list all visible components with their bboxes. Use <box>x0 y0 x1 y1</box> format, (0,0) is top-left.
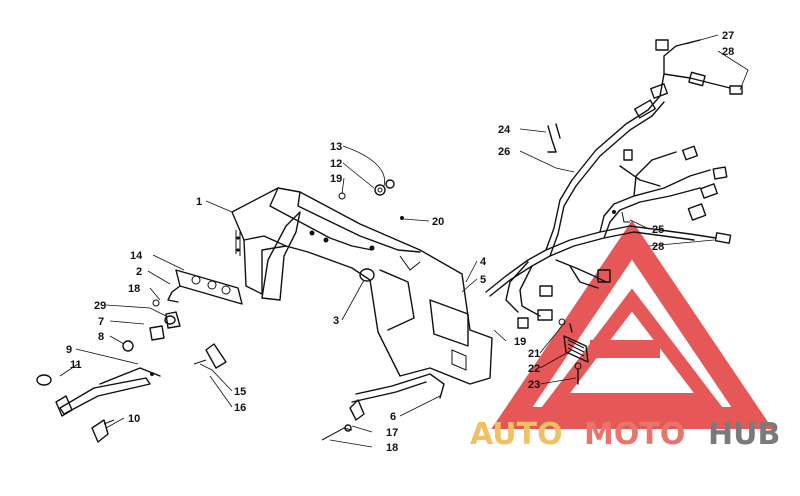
watermark-word-hub: HUB <box>708 417 780 452</box>
callout-12: 12 <box>330 158 342 170</box>
watermark-bar <box>590 340 660 358</box>
callout-27: 27 <box>722 30 734 42</box>
callout-8: 8 <box>98 331 104 343</box>
callout-16: 16 <box>234 402 246 414</box>
callout-23: 23 <box>528 379 540 391</box>
callout-26: 26 <box>498 146 510 158</box>
watermark-text: AUTO MOTO HUB <box>470 417 780 452</box>
callout-11: 11 <box>70 359 82 371</box>
callout-28-lower: 28 <box>652 241 664 253</box>
callout-24: 24 <box>498 124 511 136</box>
switch-plate <box>167 269 243 305</box>
main-bracket <box>231 187 493 385</box>
callout-3: 3 <box>333 315 339 327</box>
regulator <box>558 318 589 385</box>
key-switch <box>122 299 181 352</box>
watermark-triangle-outer <box>491 220 773 429</box>
callout-2: 2 <box>136 266 142 278</box>
light-assembly <box>36 367 161 443</box>
callout-6: 6 <box>390 411 396 423</box>
callout-7: 7 <box>98 316 104 328</box>
callout-4: 4 <box>480 256 487 268</box>
callout-18-upper: 18 <box>128 283 140 295</box>
callout-25: 25 <box>652 224 664 236</box>
callout-19-upper: 19 <box>330 173 342 185</box>
watermark-logo <box>491 220 773 429</box>
callout-19-lower: 19 <box>514 336 526 348</box>
callout-14: 14 <box>130 250 143 262</box>
callout-9: 9 <box>66 344 72 356</box>
callout-29: 29 <box>94 300 106 312</box>
callout-1: 1 <box>196 196 202 208</box>
watermark-word-auto: AUTO <box>470 417 563 452</box>
callout-20: 20 <box>432 216 444 228</box>
lower-cables <box>321 373 445 441</box>
callout-17: 17 <box>386 427 398 439</box>
callout-22: 22 <box>528 363 540 375</box>
callout-28-upper: 28 <box>722 46 734 58</box>
leader-lines <box>59 34 749 448</box>
callout-10: 10 <box>128 413 140 425</box>
wiring-harness <box>485 39 743 329</box>
callout-21: 21 <box>528 348 540 360</box>
callout-18-lower: 18 <box>386 442 398 454</box>
watermark-word-moto: MOTO <box>584 417 685 452</box>
callout-labels: 1 2 3 4 5 6 7 8 9 10 11 12 13 14 15 16 1… <box>66 30 734 454</box>
callout-15: 15 <box>234 386 246 398</box>
callout-5: 5 <box>480 274 486 286</box>
clip-bracket <box>193 343 227 369</box>
callout-13: 13 <box>330 141 342 153</box>
